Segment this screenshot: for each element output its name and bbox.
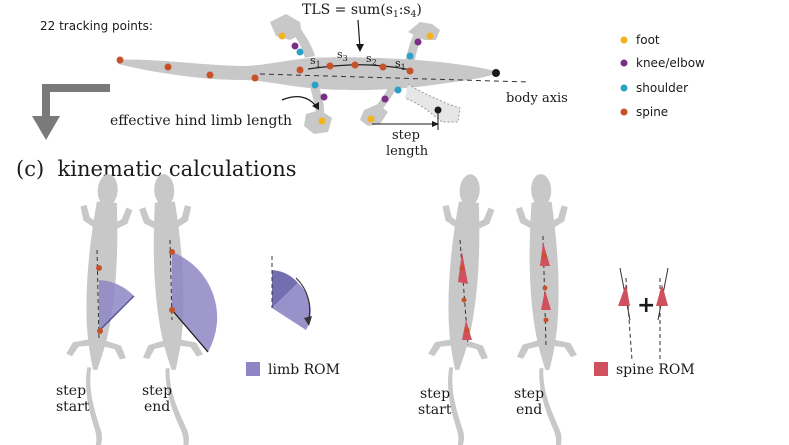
svg-text:s1: s1: [395, 57, 406, 72]
body-axis-label: body axis: [506, 91, 568, 106]
stepped-foot-point: [434, 106, 442, 114]
spine-point: [206, 71, 214, 79]
shoulder-point: [296, 48, 304, 56]
svg-text:s1: s1: [310, 54, 321, 69]
legend-knee-label: knee/elbow: [636, 56, 705, 70]
legend-spine-label: spine: [636, 105, 668, 119]
legend-foot-swatch: [620, 36, 628, 44]
step-length-label-2: length: [386, 144, 429, 159]
legend-spine-swatch: [620, 108, 628, 116]
spine-point: [251, 74, 259, 82]
hind-limb-arrow: [281, 95, 317, 107]
limb-rom-label: limb ROM: [268, 362, 340, 378]
knee-point: [320, 93, 328, 101]
right-step-end-1: step: [514, 386, 544, 402]
head-point: [492, 69, 500, 77]
foot-point: [318, 117, 326, 125]
limb-rom-wedge-end: [172, 252, 218, 352]
spine-point: [351, 61, 359, 69]
right-step-start-1: step: [420, 386, 450, 402]
spine-rom-markers-end: [540, 235, 551, 346]
knee-point: [291, 42, 299, 50]
limb-joint-start: [96, 265, 102, 271]
limb-rom-dash-start: [96, 249, 100, 341]
flow-arrow-icon: [32, 84, 110, 140]
shoulder-point: [406, 52, 414, 60]
svg-text:s2: s2: [366, 52, 377, 67]
limb-rom-dash-end: [169, 239, 173, 321]
spine-point: [164, 63, 172, 71]
tls-arrowhead: [356, 44, 364, 52]
spine-rom-label: spine ROM: [616, 362, 695, 378]
legend-shoulder-label: shoulder: [636, 81, 688, 95]
hind-limb-arrowhead: [312, 102, 319, 110]
segment-labels: s1 s3 s2 s1: [310, 48, 406, 72]
shoulder-point: [394, 86, 402, 94]
step-length-label-1: step: [392, 128, 420, 143]
right-step-end-2: end: [516, 402, 542, 418]
tracking-points: [116, 32, 500, 125]
legend: foot knee/elbow shoulder spine: [620, 33, 705, 119]
tls-formula: TLS = sum(s1:s4): [302, 2, 422, 20]
left-step-end-1: step: [142, 383, 172, 399]
left-step-start-1: step: [56, 383, 86, 399]
left-step-start-2: start: [56, 399, 90, 415]
legend-shoulder-swatch: [620, 84, 628, 92]
limb-rom-summary: [271, 256, 312, 330]
elbow-point: [414, 38, 422, 46]
tls-arrow: [357, 19, 361, 49]
shoulder-point: [311, 81, 319, 89]
spine-rom-summary: [618, 267, 669, 361]
spine-rom-swatch: [594, 362, 608, 376]
spine-point: [116, 56, 124, 64]
left-step-end-2: end: [144, 399, 170, 415]
spine-point: [326, 62, 334, 70]
plus-sign: +: [637, 293, 655, 318]
right-step-start-2: start: [418, 402, 452, 418]
limb-joint-start: [97, 328, 103, 334]
limb-rom-swatch: [246, 362, 260, 376]
limb-rom-edge-start: [98, 295, 135, 332]
foot-point: [367, 115, 375, 123]
foot-point: [278, 32, 286, 40]
effective-hind-limb-label: effective hind limb length: [110, 113, 292, 129]
elbow-point: [381, 95, 389, 103]
legend-knee-swatch: [620, 59, 628, 67]
spine-rom-markers-start: [458, 239, 472, 346]
tracking-points-label: 22 tracking points:: [40, 19, 153, 33]
limb-joint-end: [169, 249, 175, 255]
spine-point: [379, 63, 387, 71]
limb-rom-wedge-start: [99, 280, 134, 331]
section-title: (c) kinematic calculations: [16, 157, 297, 181]
legend-foot-label: foot: [636, 33, 660, 47]
spine-point: [296, 66, 304, 74]
spine-point: [406, 67, 414, 75]
stepped-limb-outline: [404, 83, 461, 123]
limb-joint-end: [169, 307, 175, 313]
limb-rom-edge-end: [171, 309, 209, 353]
foot-point: [426, 32, 434, 40]
top-gecko: [118, 14, 498, 134]
step-length-arrowhead: [432, 121, 439, 127]
svg-text:s3: s3: [337, 48, 348, 63]
